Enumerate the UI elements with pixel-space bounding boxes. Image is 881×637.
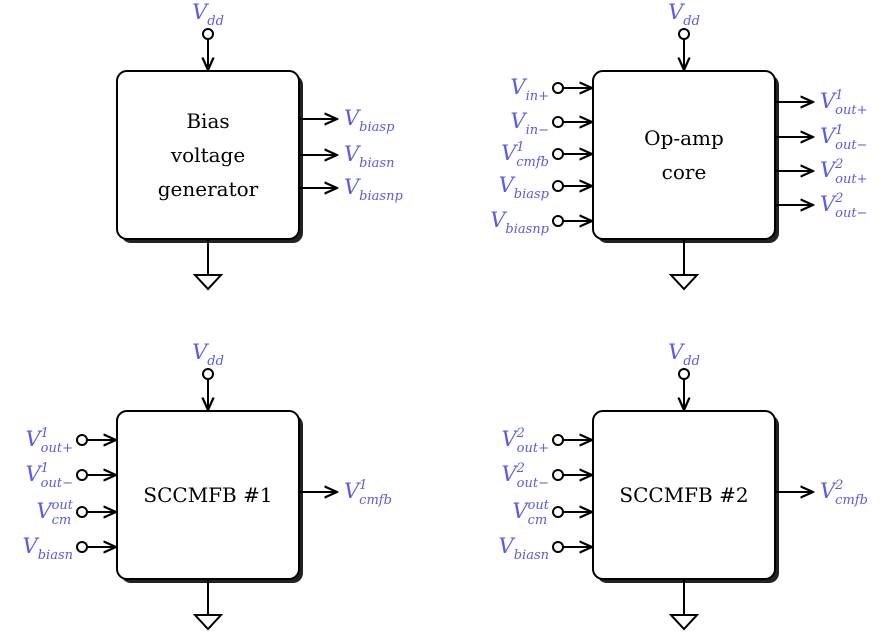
input-terminal-icon (76, 469, 88, 481)
input-terminal-icon (552, 215, 564, 227)
input-terminal-icon (552, 541, 564, 553)
input-terminal-icon (552, 82, 564, 94)
input-terminal-icon (552, 180, 564, 192)
block-label-line: SCCMFB #2 (619, 483, 748, 507)
supply-terminal-icon (202, 368, 214, 380)
ground-icon (668, 614, 700, 631)
input-terminal-icon (76, 506, 88, 518)
input-label: Vbiasn (23, 534, 73, 563)
input-terminal-icon (552, 148, 564, 160)
op-amp-core-block (592, 70, 776, 240)
block-label-line: Op-amp (644, 126, 724, 150)
input-label: Vbiasnp (490, 208, 549, 237)
input-terminal-icon (552, 434, 564, 446)
input-terminal-icon (552, 116, 564, 128)
input-terminal-icon (552, 506, 564, 518)
input-label: Vin− (510, 109, 549, 138)
bias-voltage-generator-block-group: Bias voltage generator VddVbiaspVbiasnVbias… (116, 0, 403, 291)
supply-label: Vdd (668, 340, 700, 369)
supply-label: Vdd (668, 0, 700, 29)
block-label-line: generator (158, 177, 259, 201)
ground-icon (192, 614, 224, 631)
input-terminal-icon (552, 469, 564, 481)
output-label: Vbiasn (344, 142, 394, 171)
supply-terminal-icon (678, 28, 690, 40)
block-label-line: Bias (186, 109, 229, 133)
ground-icon (668, 274, 700, 291)
block-label-line: core (662, 160, 707, 184)
input-label: Vbiasn (499, 534, 549, 563)
input-label: Vin+ (510, 75, 549, 104)
supply-terminal-icon (202, 28, 214, 40)
supply-label: Vdd (192, 0, 224, 29)
output-label: Vbiasp (344, 106, 395, 135)
input-terminal-icon (76, 434, 88, 446)
input-terminal-icon (76, 541, 88, 553)
supply-label: Vdd (192, 340, 224, 369)
block-label-line: SCCMFB #1 (143, 483, 272, 507)
output-label: Vbiasnp (344, 175, 403, 204)
block-label-line: voltage (170, 143, 245, 167)
supply-terminal-icon (678, 368, 690, 380)
input-label: Vbiasp (499, 173, 550, 202)
ground-icon (192, 274, 224, 291)
